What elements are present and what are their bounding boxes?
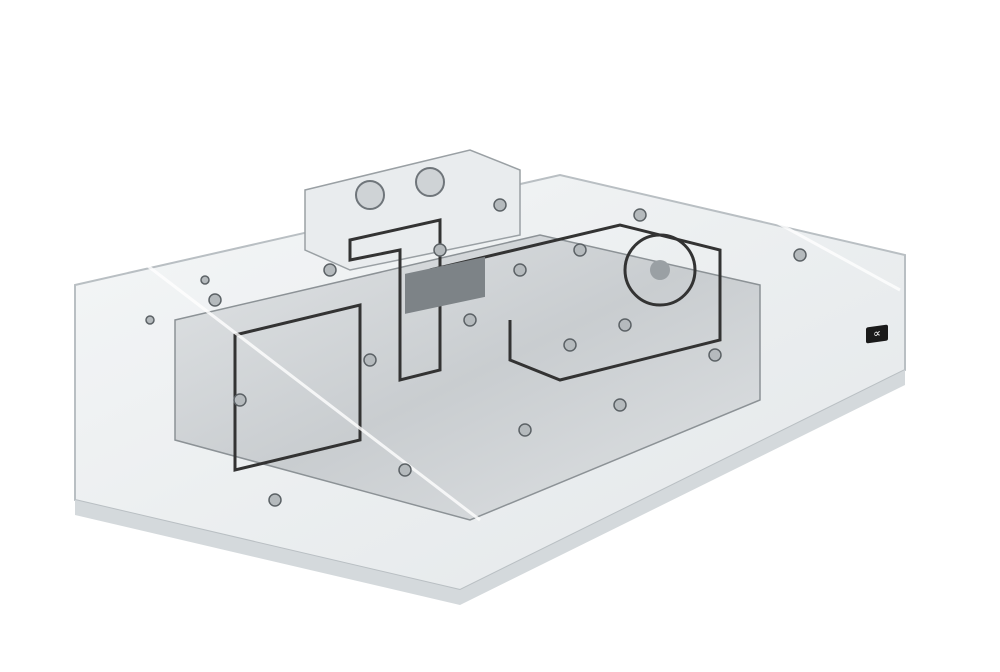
brand-logo-badge: ∝: [866, 324, 888, 344]
